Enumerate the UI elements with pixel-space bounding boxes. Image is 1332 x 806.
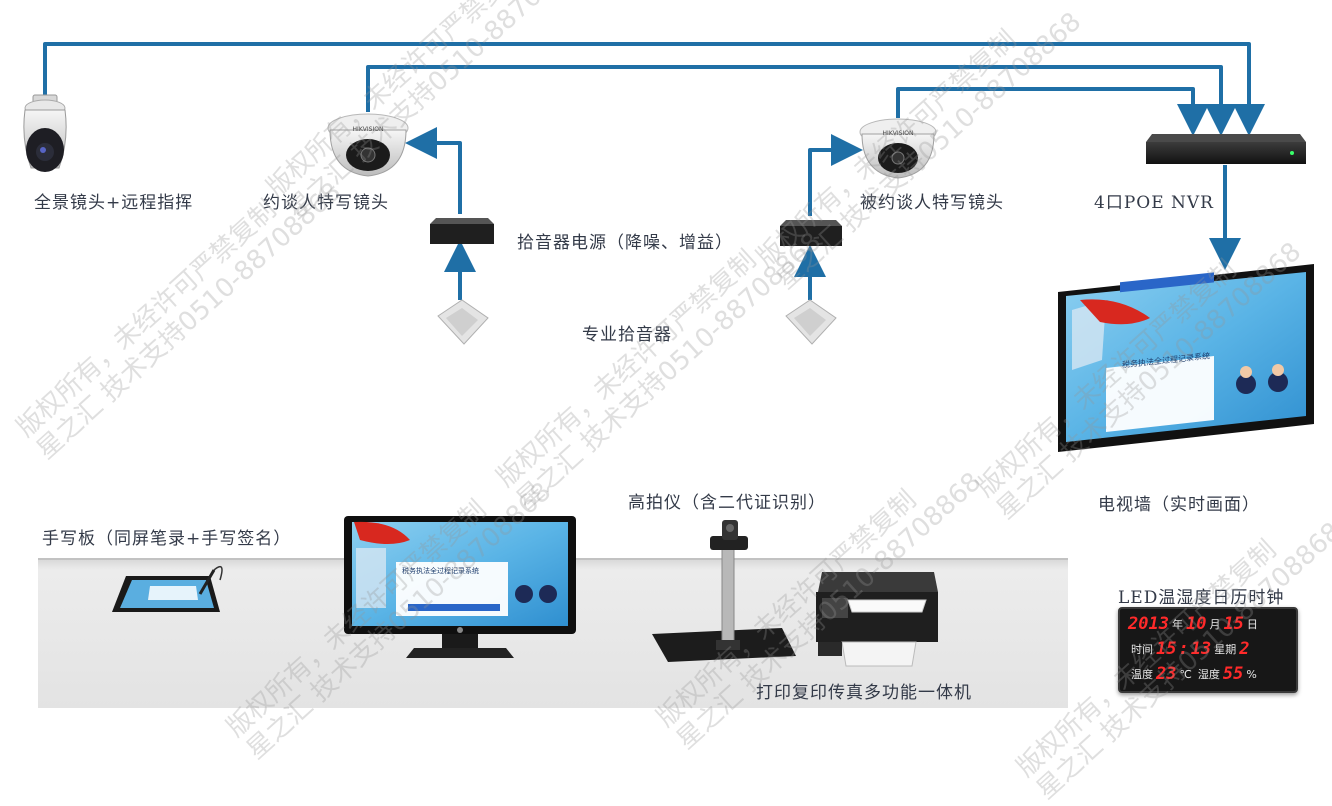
led-year-unit: 年 — [1171, 618, 1183, 631]
led-temp-label: 温度 — [1131, 668, 1153, 681]
line-power-to-interviewee-cam — [808, 134, 863, 216]
label-pickup-mic: 专业拾音器 — [582, 325, 672, 345]
line-interviewee-to-nvr — [896, 87, 1209, 136]
led-day: 15 — [1223, 614, 1244, 634]
system-diagram: HIKVISION HIKVISION — [23, 42, 1314, 708]
led-humidity-label: 湿度 — [1197, 668, 1220, 681]
interviewee-dome-camera: HIKVISION — [859, 118, 937, 179]
led-env-row: 温度 23 ℃ 湿度 55 % — [1128, 663, 1290, 685]
led-day-unit: 日 — [1246, 618, 1258, 631]
line-interviewer-to-nvr — [366, 65, 1237, 136]
label-nvr: 4口POE NVR — [1094, 193, 1214, 213]
monitor-system-title: 税务执法全过程记录系统 — [402, 567, 479, 575]
interviewer-dome-camera: HIKVISION — [327, 113, 409, 177]
led-month: 10 — [1185, 614, 1207, 634]
label-signature-pad: 手写板（同屏笔录+手写签名） — [42, 529, 292, 549]
label-interviewee-camera: 被约谈人特写镜头 — [860, 193, 1004, 213]
panoramic-camera — [23, 94, 67, 172]
connector-lines — [43, 42, 1265, 300]
tv-wall — [1058, 264, 1314, 452]
label-printer: 打印复印传真多功能一体机 — [756, 683, 972, 703]
led-humidity: 55 — [1222, 664, 1244, 684]
line-power-to-interviewer-cam — [405, 127, 462, 214]
svg-text:HIKVISION: HIKVISION — [883, 130, 914, 137]
svg-text:HIKVISION: HIKVISION — [353, 126, 384, 133]
led-humidity-unit: % — [1246, 667, 1257, 681]
multifunction-printer — [816, 572, 938, 667]
nvr-device — [1146, 134, 1306, 164]
led-clock: 2013 年 10 月 15 日 时间 15 : 13 星期 2 温度 23 ℃… — [1118, 607, 1298, 693]
led-colon: : — [1178, 639, 1189, 659]
led-hour: 15 — [1156, 639, 1177, 659]
document-camera — [652, 520, 796, 662]
led-weekday: 2 — [1239, 639, 1250, 659]
line-panoramic-to-nvr — [43, 42, 1265, 136]
desktop-monitor — [344, 516, 576, 658]
label-interviewer-camera: 约谈人特写镜头 — [263, 193, 389, 213]
led-date-row: 2013 年 10 月 15 日 — [1128, 613, 1290, 635]
label-pickup-power: 拾音器电源（降噪、增益） — [517, 233, 733, 253]
led-minute: 13 — [1190, 639, 1212, 659]
pickup-microphone-left — [437, 299, 489, 345]
led-weekday-label: 星期 — [1214, 643, 1237, 656]
pickup-power-right — [780, 220, 842, 246]
led-time-row: 时间 15 : 13 星期 2 — [1128, 638, 1290, 660]
label-panoramic-camera: 全景镜头+远程指挥 — [34, 193, 194, 213]
led-time-label: 时间 — [1131, 643, 1153, 656]
label-led-clock: LED温湿度日历时钟 — [1118, 588, 1285, 608]
signature-pad — [112, 565, 223, 612]
led-month-unit: 月 — [1209, 618, 1221, 631]
label-document-camera: 高拍仪（含二代证识别） — [628, 493, 826, 513]
led-temp-unit: ℃ — [1179, 667, 1192, 681]
led-temp: 23 — [1156, 664, 1177, 684]
label-tv-wall: 电视墙（实时画面） — [1098, 495, 1260, 515]
pickup-power-left — [430, 218, 494, 244]
pickup-microphone-right — [785, 299, 837, 345]
led-year: 2013 — [1128, 614, 1169, 634]
